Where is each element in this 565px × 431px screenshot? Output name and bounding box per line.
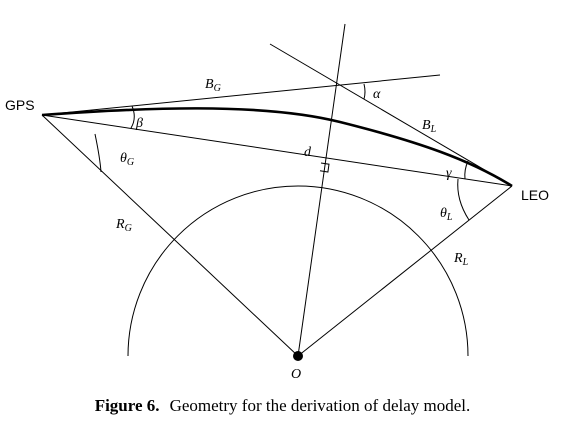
theta-g-label: θG <box>120 151 134 168</box>
figure-caption-text: Geometry for the derivation of delay mod… <box>169 396 471 415</box>
leo-label: LEO <box>521 187 549 203</box>
ray-path <box>41 107 513 188</box>
alpha-label: α <box>373 87 381 102</box>
rg-label: RG <box>115 217 132 234</box>
alpha-arc <box>363 83 366 100</box>
figure-caption: Figure 6. Geometry for the derivation of … <box>0 396 565 416</box>
figure-number: Figure 6. <box>94 396 160 415</box>
origin-point <box>293 351 303 361</box>
gps-label: GPS <box>5 97 35 113</box>
gps-leo-line <box>41 114 513 187</box>
bl-line <box>269 43 513 187</box>
radius-leo <box>297 185 513 357</box>
bg-line <box>41 74 441 116</box>
right-angle-marker <box>319 162 330 173</box>
gamma-arc <box>464 160 469 180</box>
geometry-diagram: GPS LEO O BG BL RG RL θG θL α β γ d <box>5 23 549 382</box>
bg-label: BG <box>205 77 221 94</box>
d-label: d <box>304 145 312 160</box>
theta-g-arc <box>94 133 102 173</box>
perpendicular-line <box>297 23 346 357</box>
radius-gps <box>41 114 299 357</box>
beta-label: β <box>135 116 143 131</box>
earth-arc <box>127 185 469 357</box>
gamma-label: γ <box>446 166 452 181</box>
origin-label: O <box>291 367 301 382</box>
theta-l-arc <box>457 178 470 221</box>
rl-label: RL <box>453 251 469 268</box>
theta-l-label: θL <box>440 206 453 223</box>
beta-arc <box>130 105 135 129</box>
bl-label: BL <box>422 118 437 135</box>
